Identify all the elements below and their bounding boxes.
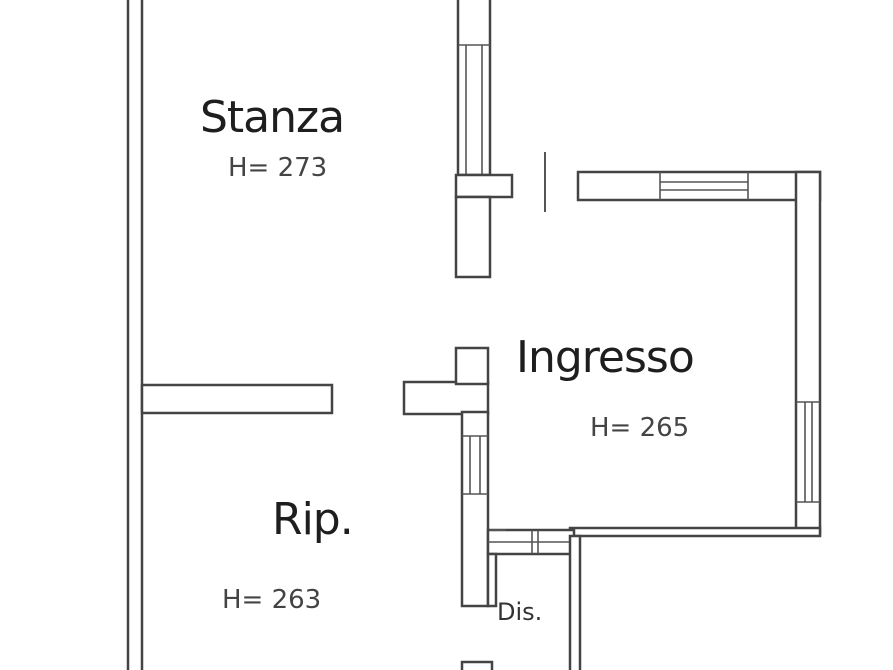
- ingresso-top-window: [659, 172, 749, 200]
- room-name-rip: Rip.: [272, 494, 353, 545]
- dis-top-detail: [488, 530, 574, 554]
- room-height-stanza: H= 273: [228, 153, 327, 183]
- upper-central-wall: [456, 0, 492, 177]
- ingresso-top-wall: [576, 170, 822, 202]
- room-name-dis: Dis.: [497, 598, 542, 626]
- dis-right-wall: [568, 534, 582, 670]
- door-jamb-block: [454, 173, 514, 199]
- ingresso-right-window: [796, 401, 820, 503]
- dis-left-wall: [486, 552, 498, 608]
- ingresso-bottom-wall: [568, 526, 822, 538]
- room-name-stanza: Stanza: [200, 92, 344, 143]
- stanza-rip-wall: [140, 383, 334, 415]
- central-wall-stub: [454, 195, 492, 279]
- central-t-upper-stub: [454, 346, 490, 386]
- central-vertical-window: [462, 435, 488, 495]
- room-name-ingresso: Ingresso: [516, 332, 694, 383]
- central-vertical-wall: [460, 410, 490, 608]
- room-height-rip: H= 263: [222, 585, 321, 615]
- upper-central-window: [458, 44, 490, 175]
- room-height-ingresso: H= 265: [590, 413, 689, 443]
- central-t-crossbar: [402, 380, 490, 416]
- bottom-stub: [460, 660, 494, 670]
- ingresso-right-wall: [794, 170, 822, 536]
- left-exterior-wall: [126, 0, 144, 670]
